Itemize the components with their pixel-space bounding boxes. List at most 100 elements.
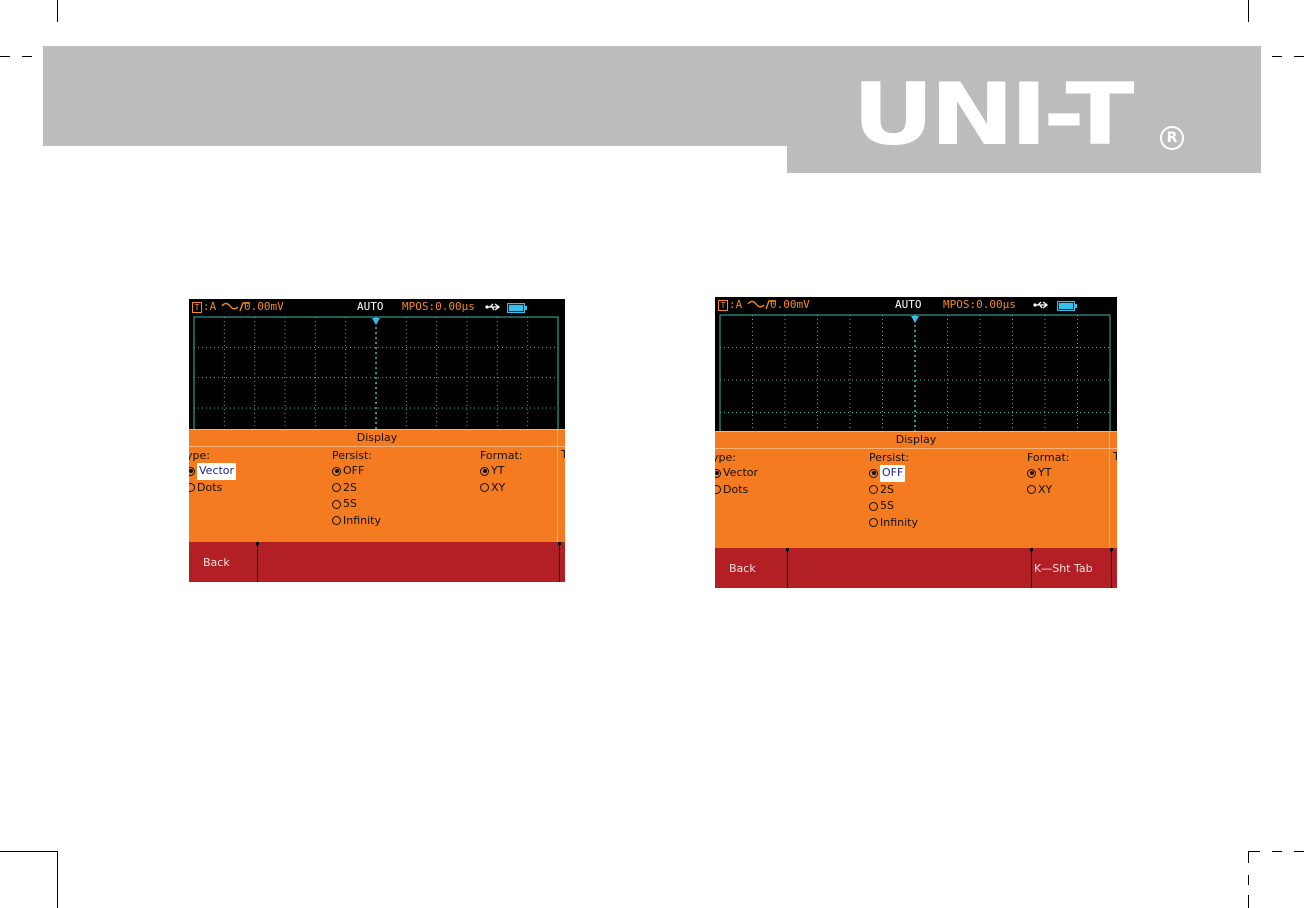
persist-option-label: OFF — [343, 463, 364, 480]
format-option-label: YT — [491, 463, 504, 480]
type-option-label: Dots — [197, 480, 222, 497]
persist-label: Persist: — [332, 448, 381, 463]
persist-option[interactable]: Infinity — [332, 513, 381, 530]
status-bar: T:A 0.00mV AUTO MPOS:0.00μs — [715, 297, 1117, 313]
main-position: MPOS:0.00μs — [943, 297, 1016, 313]
persist-option[interactable]: OFF — [332, 463, 381, 480]
radio-icon — [332, 467, 341, 476]
trigger-channel-text: :A — [729, 298, 742, 311]
format-label: Format: — [480, 448, 522, 463]
battery-icon — [1057, 301, 1075, 311]
crop-mark — [1272, 56, 1282, 57]
softkey-divider — [559, 542, 560, 582]
crop-mark — [1294, 851, 1304, 852]
brand-logo-text: UNI-T — [852, 76, 1130, 154]
waveform-grid — [719, 314, 1111, 433]
oscilloscope-screen-1: T:A 0.00mV AUTO MPOS:0.00μs Display ype:… — [189, 299, 565, 582]
softkey-bar: Back — [189, 542, 565, 582]
main-position: MPOS:0.00μs — [402, 299, 475, 315]
format-option[interactable]: XY — [480, 480, 522, 497]
trigger-channel-box: T — [718, 300, 728, 311]
format-option[interactable]: YT — [1027, 465, 1069, 482]
format-label: Format: — [1027, 450, 1069, 465]
radio-icon — [869, 469, 878, 478]
radio-icon — [715, 485, 721, 494]
crop-mark — [1248, 851, 1249, 863]
format-option-label: YT — [1038, 465, 1051, 482]
crop-mark — [1248, 875, 1249, 885]
menu-title-divider — [715, 448, 1117, 449]
status-bar: T:A 0.00mV AUTO MPOS:0.00μs — [189, 299, 565, 315]
format-option-label: XY — [491, 480, 505, 497]
persist-option-label: 5S — [880, 498, 894, 515]
softkey-divider — [1111, 548, 1112, 588]
radio-icon — [189, 483, 195, 492]
persist-option[interactable]: OFF — [869, 465, 918, 482]
menu-title-divider — [189, 446, 565, 447]
back-softkey[interactable]: Back — [729, 562, 756, 575]
trigger-channel-text: :A — [203, 300, 216, 313]
type-option-label: Dots — [723, 482, 748, 499]
persist-option[interactable]: 2S — [332, 480, 381, 497]
crop-mark — [1248, 851, 1260, 852]
trigger-level: 0.00mV — [770, 297, 810, 313]
brand-logo: UNI-T R — [852, 76, 1088, 154]
battery-icon — [507, 303, 525, 313]
back-softkey[interactable]: Back — [203, 556, 230, 569]
acquire-mode: AUTO — [895, 297, 922, 313]
menu-panel-edge — [1109, 432, 1110, 549]
crop-mark — [57, 851, 58, 908]
radio-icon — [189, 467, 195, 476]
persist-option[interactable]: 5S — [332, 496, 381, 513]
format-option[interactable]: XY — [1027, 482, 1069, 499]
usb-icon — [485, 303, 501, 311]
trigger-position-marker — [911, 316, 919, 323]
type-option-label: Vector — [197, 463, 236, 480]
waveform-grid — [193, 316, 559, 431]
radio-icon — [1027, 485, 1036, 494]
persist-option[interactable]: 2S — [869, 482, 918, 499]
type-option[interactable]: Dots — [715, 482, 758, 499]
menu-title: Display — [715, 432, 1117, 447]
crop-mark — [1272, 851, 1282, 852]
radio-icon — [869, 502, 878, 511]
radio-icon — [869, 518, 878, 527]
persist-option-label: 2S — [343, 480, 357, 497]
crop-mark — [1294, 56, 1304, 57]
persist-option[interactable]: Infinity — [869, 515, 918, 532]
oscilloscope-screen-2: T:A 0.00mV AUTO MPOS:0.00μs Display ype:… — [715, 297, 1117, 588]
type-option[interactable]: Vector — [715, 465, 758, 482]
registered-mark: R — [1160, 126, 1184, 150]
crop-mark — [0, 56, 10, 57]
radio-icon — [1027, 469, 1036, 478]
persist-option-label: Infinity — [880, 515, 918, 532]
radio-icon — [332, 500, 341, 509]
type-option-label: Vector — [723, 465, 758, 482]
trigger-position-marker — [372, 318, 380, 325]
next-menu-cutoff-label: T — [561, 448, 565, 461]
sht-tab-softkey[interactable]: K—Sht Tab — [1034, 562, 1093, 575]
format-option[interactable]: YT — [480, 463, 522, 480]
radio-icon — [332, 516, 341, 525]
trigger-channel: T:A — [718, 297, 742, 313]
persist-option[interactable]: 5S — [869, 498, 918, 515]
softkey-bar: Back K—Sht Tab — [715, 548, 1117, 588]
acquire-mode: AUTO — [357, 299, 384, 315]
type-option[interactable]: Dots — [189, 480, 236, 497]
softkey-divider — [257, 542, 258, 582]
persist-label: Persist: — [869, 450, 918, 465]
menu-title: Display — [189, 430, 565, 445]
type-option[interactable]: Vector — [189, 463, 236, 480]
crop-mark — [1248, 0, 1249, 22]
format-option-label: XY — [1038, 482, 1052, 499]
radio-icon — [332, 483, 341, 492]
persist-option-label: OFF — [880, 465, 905, 482]
trigger-level: 0.00mV — [244, 299, 284, 315]
trigger-channel-box: T — [192, 302, 202, 313]
usb-icon — [1033, 301, 1049, 309]
